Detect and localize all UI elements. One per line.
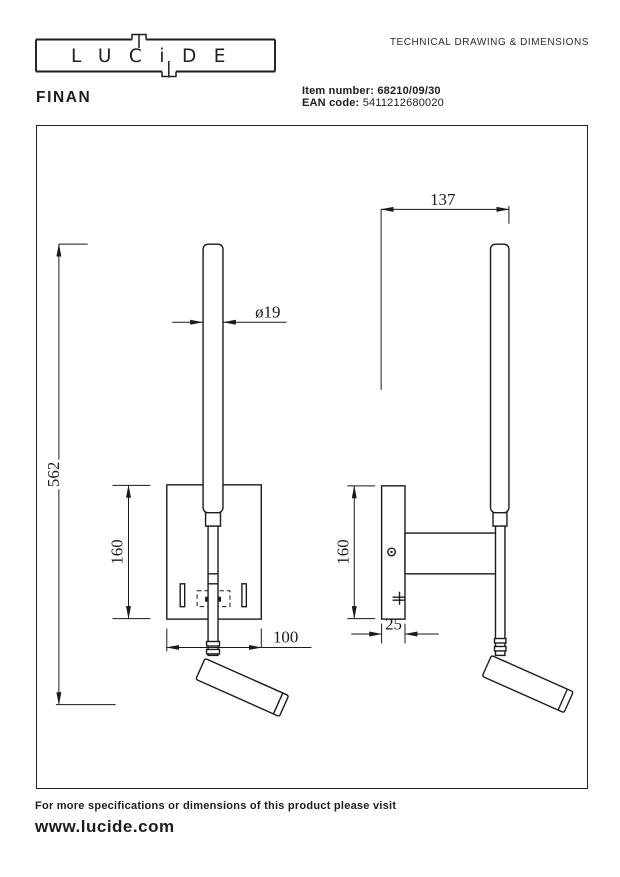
dim-plate-height-front-text: 160 bbox=[108, 539, 127, 564]
item-number-label: Item number: bbox=[302, 85, 375, 97]
drawing-frame: 562 ø19 160 100 bbox=[36, 125, 588, 789]
lucide-logo: LUCiDE bbox=[35, 33, 276, 78]
dim-fixture-depth: 137 bbox=[380, 190, 510, 390]
light-tube-side bbox=[489, 243, 510, 514]
pivot-band-front-2 bbox=[205, 648, 221, 655]
tube-stem-side bbox=[494, 525, 506, 657]
dim-total-height: 562 bbox=[44, 243, 116, 706]
screw bbox=[387, 547, 397, 557]
logo-box bbox=[35, 38, 276, 73]
item-number-value: 68210/09/30 bbox=[377, 85, 441, 97]
logo-pendant-cord bbox=[131, 33, 147, 48]
pivot-band-front-1 bbox=[205, 640, 221, 647]
screw-center bbox=[390, 550, 393, 554]
wall-plate-side bbox=[380, 485, 406, 620]
dim-plate-height-front: 160 bbox=[108, 484, 151, 620]
pivot-band-side-2 bbox=[493, 645, 507, 652]
dim-plate-depth: 25 bbox=[351, 615, 439, 644]
document-title: TECHNICAL DRAWING & DIMENSIONS bbox=[389, 37, 589, 48]
tube-collar-side bbox=[492, 511, 508, 527]
dim-total-height-text: 562 bbox=[44, 462, 63, 487]
dim-plate-width-text: 100 bbox=[273, 627, 298, 646]
footer-note: For more specifications or dimensions of… bbox=[35, 800, 397, 812]
port-side-profile bbox=[392, 591, 405, 605]
front-view: 562 ø19 160 100 bbox=[44, 243, 312, 717]
reading-spot-side bbox=[482, 655, 574, 713]
tube-collar-front bbox=[204, 511, 222, 527]
product-codes: Item number: 68210/09/30 EAN code: 54112… bbox=[302, 85, 445, 110]
dim-plate-height-side-text: 160 bbox=[333, 539, 352, 564]
side-view: 137 160 25 bbox=[333, 190, 574, 713]
logo-descender bbox=[161, 61, 177, 78]
dim-fixture-depth-text: 137 bbox=[430, 190, 455, 209]
tube-stem-front bbox=[207, 525, 219, 657]
mounting-arm bbox=[404, 532, 497, 575]
dim-tube-diameter: ø19 bbox=[172, 302, 287, 325]
reading-spot-front bbox=[195, 658, 289, 717]
ean-label: EAN code: bbox=[302, 96, 360, 109]
spot-lens-front bbox=[273, 693, 284, 714]
logo-letters: LUCiDE bbox=[71, 46, 243, 67]
stem-joints-front bbox=[208, 573, 219, 585]
pivot-band-side-1 bbox=[493, 637, 507, 644]
ean-value: 5411212680020 bbox=[362, 96, 445, 109]
switch-slot-right bbox=[241, 583, 248, 608]
website-link[interactable]: www.lucide.com bbox=[35, 817, 175, 836]
item-number-row: Item number: 68210/09/30 bbox=[302, 85, 444, 98]
dim-plate-width: 100 bbox=[166, 627, 312, 652]
dim-plate-depth-text: 25 bbox=[385, 615, 402, 634]
product-name: FINAN bbox=[36, 89, 92, 106]
switch-slot-left bbox=[179, 583, 186, 608]
spot-lens-side bbox=[557, 689, 568, 710]
dim-plate-height-side: 160 bbox=[333, 485, 376, 620]
ean-row: EAN code: 5411212680020 bbox=[302, 96, 445, 110]
technical-drawing: 562 ø19 160 100 bbox=[44, 190, 574, 717]
dim-tube-diameter-text: ø19 bbox=[255, 302, 280, 321]
light-tube-front bbox=[202, 243, 224, 514]
